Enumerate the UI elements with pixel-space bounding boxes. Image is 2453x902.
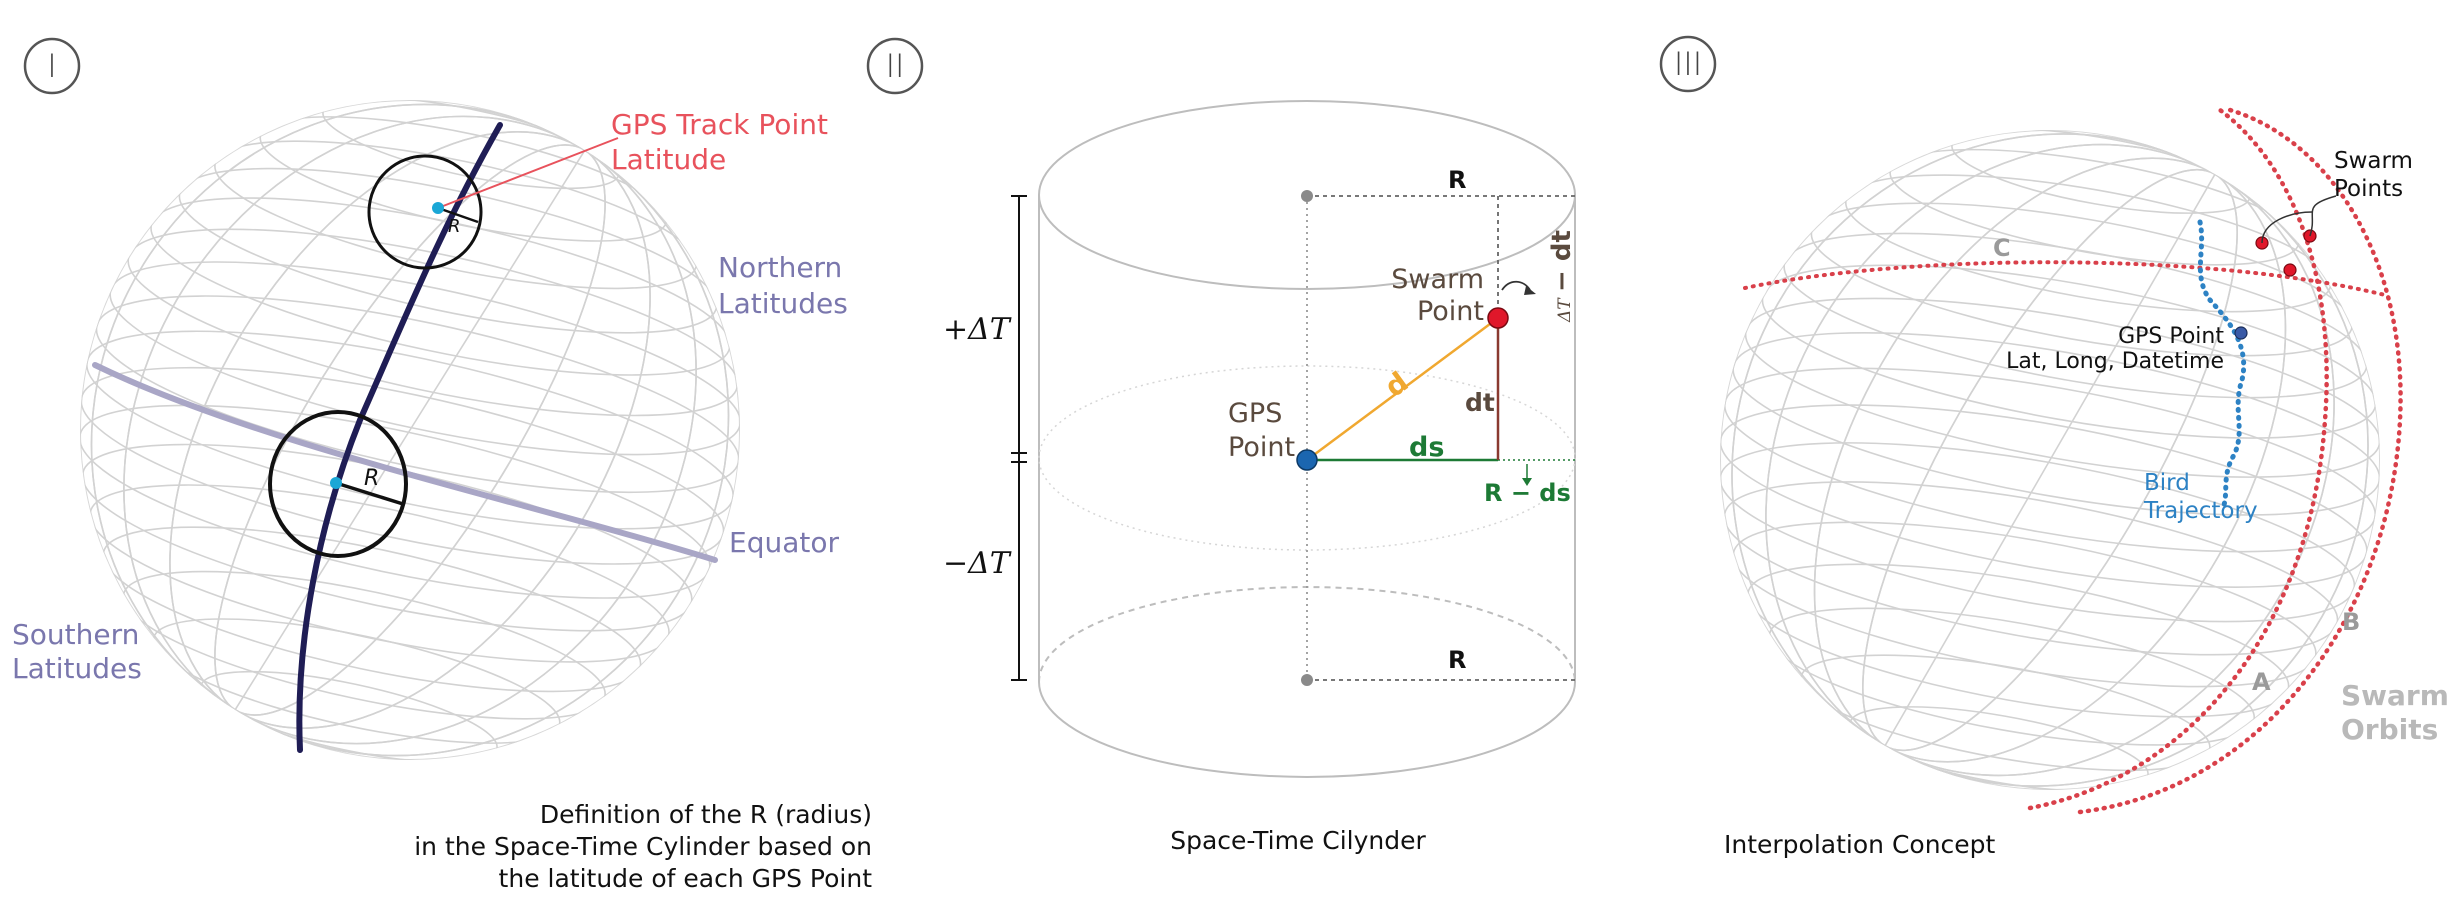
radius-line-small bbox=[437, 206, 479, 224]
latitude-line bbox=[1768, 607, 2256, 746]
cylinder-middle-ellipse bbox=[1038, 365, 1576, 551]
panel-2-caption: Space-Time Cilynder bbox=[1170, 826, 1426, 855]
gps-track-point-label-line1: GPS Track Point bbox=[611, 108, 828, 141]
gps-point-label-line2-3: Lat, Long, Datetime bbox=[2006, 349, 2224, 374]
gps-point-marker bbox=[1296, 449, 1318, 471]
latitude-line bbox=[200, 670, 498, 760]
gps-point-label-line1-3: GPS Point bbox=[2118, 324, 2224, 349]
swarm-points-label-line2: Points bbox=[2334, 176, 2403, 202]
gps-track-line bbox=[296, 122, 503, 753]
orbit-a-label: A bbox=[2252, 668, 2271, 696]
swarm-points-label-line1: Swarm bbox=[2334, 148, 2413, 174]
minus-delta-t-label: −ΔT bbox=[943, 546, 1012, 581]
swarm-points-leader-1 bbox=[2309, 195, 2337, 237]
orbit-a bbox=[2027, 107, 2329, 811]
panel-1-number-circle bbox=[23, 37, 81, 95]
southern-latitudes-line1: Southern bbox=[12, 618, 139, 651]
r-minus-ds-arrowhead bbox=[1522, 478, 1532, 486]
bird-trajectory-label-line1: Bird bbox=[2144, 470, 2190, 496]
radius-circle-small bbox=[367, 154, 483, 270]
panel-1-caption-line1: Definition of the R (radius) bbox=[540, 800, 872, 829]
swarm-point-label-line2: Point bbox=[1417, 296, 1484, 327]
northern-latitudes-line2: Latitudes bbox=[718, 287, 848, 320]
axis-top-point bbox=[1301, 190, 1313, 202]
d-distance-line bbox=[1306, 316, 1499, 462]
gps-track-point-large bbox=[330, 477, 342, 489]
latitude-line bbox=[80, 404, 711, 599]
radius-label-large: R bbox=[364, 466, 379, 491]
equator-line bbox=[92, 362, 718, 563]
delta-t-minus-dt-suffix: − dt bbox=[1547, 230, 1577, 292]
swarm-points-leader-2 bbox=[2261, 211, 2313, 244]
latitude-line bbox=[1732, 332, 2380, 516]
panel-2-number: II bbox=[886, 47, 905, 85]
latitude-line bbox=[150, 197, 731, 376]
latitude-line bbox=[1744, 297, 2380, 478]
gps-point-marker-3 bbox=[2234, 326, 2248, 340]
panel-1-caption-line2: in the Space-Time Cylinder based on bbox=[414, 832, 872, 861]
panel-2-number-circle bbox=[866, 37, 924, 95]
gps-point-label-line2: Point bbox=[1228, 432, 1295, 463]
sphere-3-grid bbox=[1720, 130, 2380, 790]
orbit-c bbox=[1743, 260, 2387, 297]
swarm-point-leader-arrowhead bbox=[1524, 286, 1536, 295]
axis-bottom-point bbox=[1301, 674, 1313, 686]
radius-circle-small-shape bbox=[374, 176, 486, 248]
swarm-point-label-line1: Swarm bbox=[1391, 264, 1484, 295]
swarm-point-leader-arrow bbox=[1501, 280, 1531, 291]
bird-trajectory bbox=[2197, 219, 2247, 508]
panel-1-caption-line3: the latitude of each GPS Point bbox=[499, 864, 873, 893]
southern-latitudes-line2: Latitudes bbox=[12, 652, 142, 685]
panel-3-number: III bbox=[1674, 45, 1702, 83]
orbit-b-label: B bbox=[2342, 608, 2360, 636]
latitude-line bbox=[1723, 367, 2377, 553]
cylinder-bottom-front bbox=[1038, 681, 1576, 778]
delta-t-minus-dt-prefix: ΔT bbox=[1555, 297, 1575, 323]
gps-track-point-small bbox=[432, 202, 444, 214]
longitude-line bbox=[1731, 133, 2369, 787]
latitude-line bbox=[102, 526, 642, 693]
panel-2: II R R +ΔT −ΔT Swarm Point GPS bbox=[866, 37, 1577, 855]
panel-3-caption: Interpolation Concept bbox=[1724, 830, 1996, 859]
radius-label-small: R bbox=[448, 216, 461, 237]
ds-label: ds bbox=[1409, 432, 1444, 463]
latitude-line bbox=[109, 261, 740, 456]
sphere-3-longitude-lines bbox=[1731, 133, 2369, 787]
swarm-orbits-label-line2: Orbits bbox=[2341, 713, 2438, 746]
panel-3: III Swarm Points C GPS Point Lat, Long, … bbox=[1659, 35, 2449, 859]
swarm-orbits-label-line1: Swarm bbox=[2341, 679, 2449, 712]
latitude-line bbox=[95, 295, 740, 494]
latitude-line bbox=[1720, 404, 2368, 588]
panel-3-number-circle bbox=[1659, 35, 1717, 93]
r-minus-ds-label: R − ds bbox=[1484, 479, 1571, 507]
radius-top-label: R bbox=[1448, 166, 1466, 194]
dt-label: dt bbox=[1465, 388, 1495, 417]
gps-track-point-label-line2: Latitude bbox=[611, 143, 726, 176]
gps-point-label-line1: GPS bbox=[1228, 398, 1282, 429]
radius-line-large bbox=[335, 481, 404, 506]
panel-1-number: I bbox=[47, 47, 56, 85]
delta-t-minus-dt-label: ΔT − dt bbox=[1547, 230, 1577, 323]
swarm-point-marker bbox=[1487, 307, 1509, 329]
bird-trajectory-label-line2: Trajectory bbox=[2143, 498, 2258, 524]
northern-latitudes-line1: Northern bbox=[718, 251, 842, 284]
swarm-point-3 bbox=[2283, 263, 2297, 277]
panel-1: I R R GPS Track Point Latitude Northern … bbox=[12, 37, 873, 893]
orbit-c-label: C bbox=[1993, 234, 2011, 262]
radius-bottom-label: R bbox=[1448, 646, 1466, 674]
latitude-line bbox=[152, 618, 561, 744]
gps-label-leader bbox=[437, 137, 619, 209]
orbit-b bbox=[2077, 107, 2403, 815]
equator-label: Equator bbox=[729, 526, 839, 559]
radius-circle-large bbox=[268, 410, 408, 558]
latitude-line bbox=[122, 570, 606, 720]
plus-delta-t-label: +ΔT bbox=[943, 312, 1012, 347]
